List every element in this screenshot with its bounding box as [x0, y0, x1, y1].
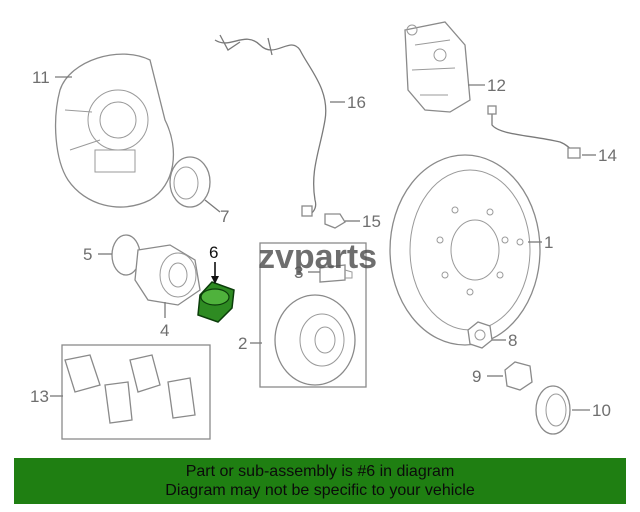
part-2-hub-assembly[interactable]	[274, 294, 356, 386]
parts-diagram: 11 16 12 14 7 15	[30, 21, 617, 440]
banner-line-1: Part or sub-assembly is #6 in diagram	[185, 463, 455, 480]
leader-6-arrow	[211, 276, 219, 284]
part-label-14[interactable]: 14	[598, 146, 617, 165]
part-14-brake-hose[interactable]	[487, 105, 581, 159]
part-16-sensor-wire[interactable]	[214, 34, 327, 217]
part-label-10[interactable]: 10	[592, 401, 611, 420]
banner-line-2: Diagram may not be specific to your vehi…	[165, 482, 475, 499]
assembly-box-2	[259, 242, 367, 388]
part-4-hub[interactable]	[134, 244, 201, 306]
part-label-13[interactable]: 13	[30, 387, 49, 406]
part-3-bolt[interactable]	[319, 264, 353, 283]
part-label-1[interactable]: 1	[544, 233, 553, 252]
part-12-caliper[interactable]	[404, 21, 471, 113]
part-15-sensor[interactable]	[324, 213, 346, 229]
part-1-rotor[interactable]	[389, 154, 541, 346]
part-10-cap[interactable]	[535, 385, 571, 435]
part-13-brake-pads[interactable]	[64, 354, 196, 424]
part-label-11[interactable]: 11	[32, 68, 50, 87]
part-label-7[interactable]: 7	[220, 207, 229, 226]
part-label-4[interactable]: 4	[160, 321, 169, 340]
part-7-seal[interactable]	[169, 156, 211, 208]
part-9-lock-nut[interactable]	[504, 361, 533, 391]
part-label-5[interactable]: 5	[83, 245, 92, 264]
info-banner: Part or sub-assembly is #6 in diagram Di…	[14, 458, 626, 504]
watermark-logo: zvparts	[258, 238, 377, 276]
part-label-8[interactable]: 8	[508, 331, 517, 350]
part-label-3[interactable]: 3	[294, 263, 303, 282]
part-label-6[interactable]: 6	[209, 243, 218, 262]
part-6-highlighted[interactable]	[197, 281, 235, 323]
assembly-box-13	[61, 344, 211, 440]
leader-7	[204, 199, 221, 213]
part-11-dust-shield[interactable]	[54, 53, 175, 208]
part-label-9[interactable]: 9	[472, 367, 481, 386]
part-label-2[interactable]: 2	[238, 334, 247, 353]
part-label-16[interactable]: 16	[347, 93, 366, 112]
part-label-15[interactable]: 15	[362, 212, 381, 231]
part-label-12[interactable]: 12	[487, 76, 506, 95]
